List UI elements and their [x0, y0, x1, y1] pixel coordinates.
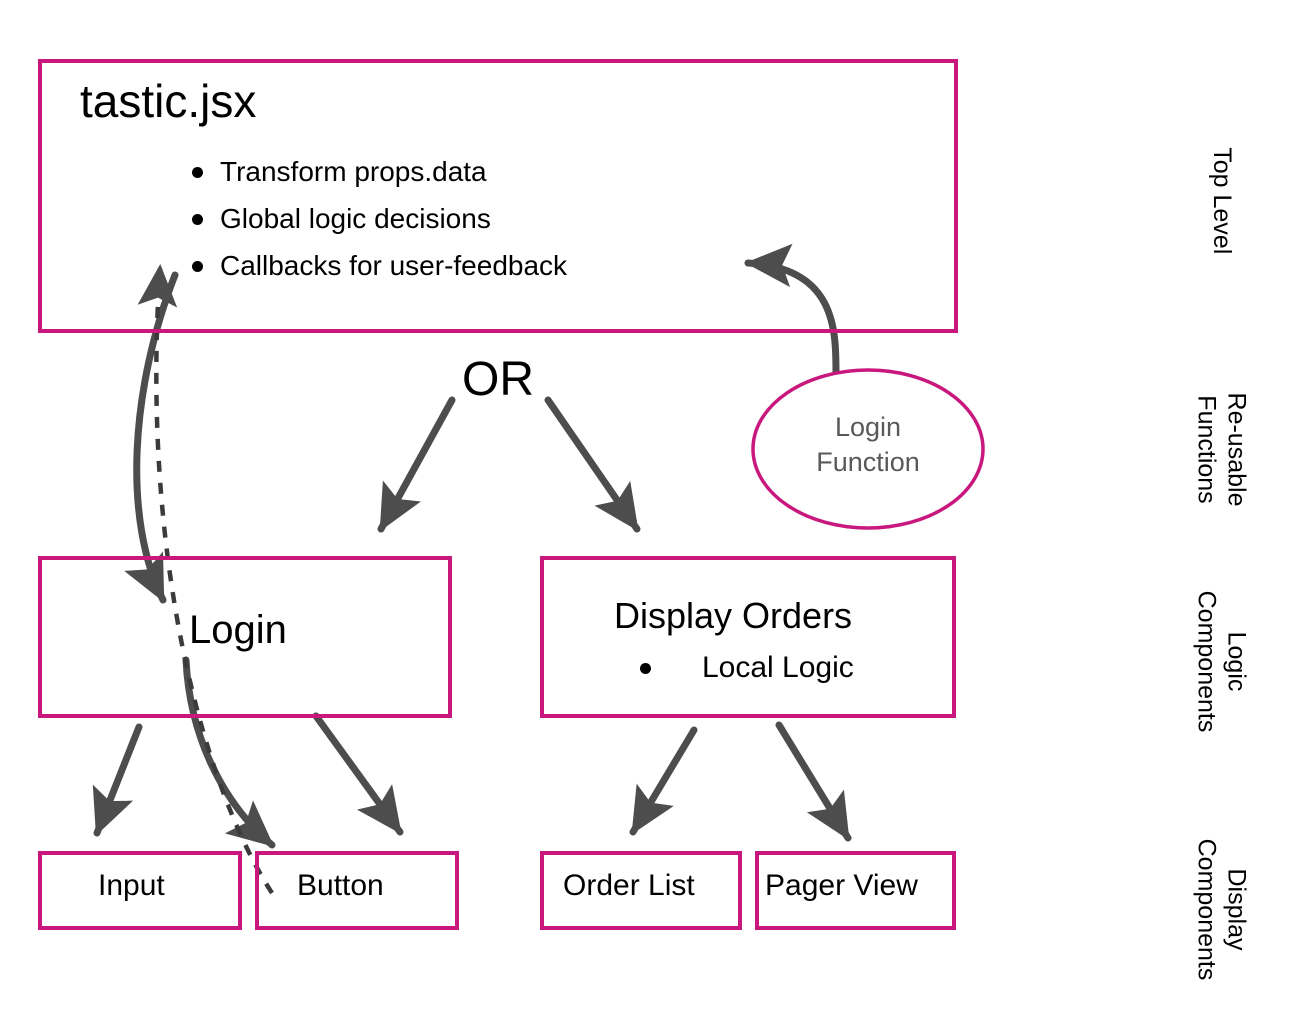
node-button-title: Button	[297, 869, 384, 902]
arrow-tastic-to-login	[124, 271, 179, 604]
bullet-item: Global logic decisions	[180, 195, 567, 242]
node-input-title: Input	[98, 869, 165, 902]
node-button[interactable]	[255, 851, 459, 930]
node-tastic-jsx-title: tastic.jsx	[80, 75, 257, 127]
node-order-list-title: Order List	[563, 869, 695, 902]
node-display-orders[interactable]	[540, 556, 956, 718]
arrow-or-to-display-orders	[544, 396, 641, 533]
bullet-item: Transform props.data	[180, 148, 567, 195]
bullet-item: Local Logic	[628, 648, 854, 688]
arrow-loginfunction-to-tastic	[744, 243, 840, 378]
lane-label-display-components: Display Components	[1193, 838, 1251, 981]
bullet-item: Callbacks for user-feedback	[180, 242, 567, 289]
node-tastic-jsx[interactable]	[38, 59, 958, 333]
arrow-display-orders-to-pager-view	[775, 721, 852, 842]
node-input[interactable]	[38, 851, 242, 930]
arrow-loginbox-to-button	[312, 712, 404, 836]
node-login-function-shape[interactable]	[751, 368, 985, 530]
node-pager-view-title: Pager View	[765, 869, 918, 902]
node-pager-view[interactable]	[755, 851, 956, 930]
lane-label-logic-components: Logic Components	[1193, 590, 1251, 733]
arrow-login-to-input	[92, 723, 143, 837]
arrow-display-orders-to-order-list	[629, 726, 698, 836]
node-login[interactable]	[38, 556, 452, 718]
arrow-or-to-login	[377, 396, 456, 533]
node-display-orders-title: Display Orders	[614, 595, 853, 636]
or-connector-label: OR	[462, 353, 534, 406]
lane-label-top-level: Top Level	[1207, 147, 1236, 255]
node-login-title: Login	[189, 608, 287, 652]
node-display-orders-bullets: Local Logic	[628, 648, 854, 688]
node-login-function-label: Login Function	[816, 412, 920, 477]
lane-label-reusable-functions: Re-usable Functions	[1193, 392, 1251, 507]
node-tastic-jsx-bullets: Transform props.data Global logic decisi…	[180, 148, 567, 289]
node-order-list[interactable]	[540, 851, 742, 930]
